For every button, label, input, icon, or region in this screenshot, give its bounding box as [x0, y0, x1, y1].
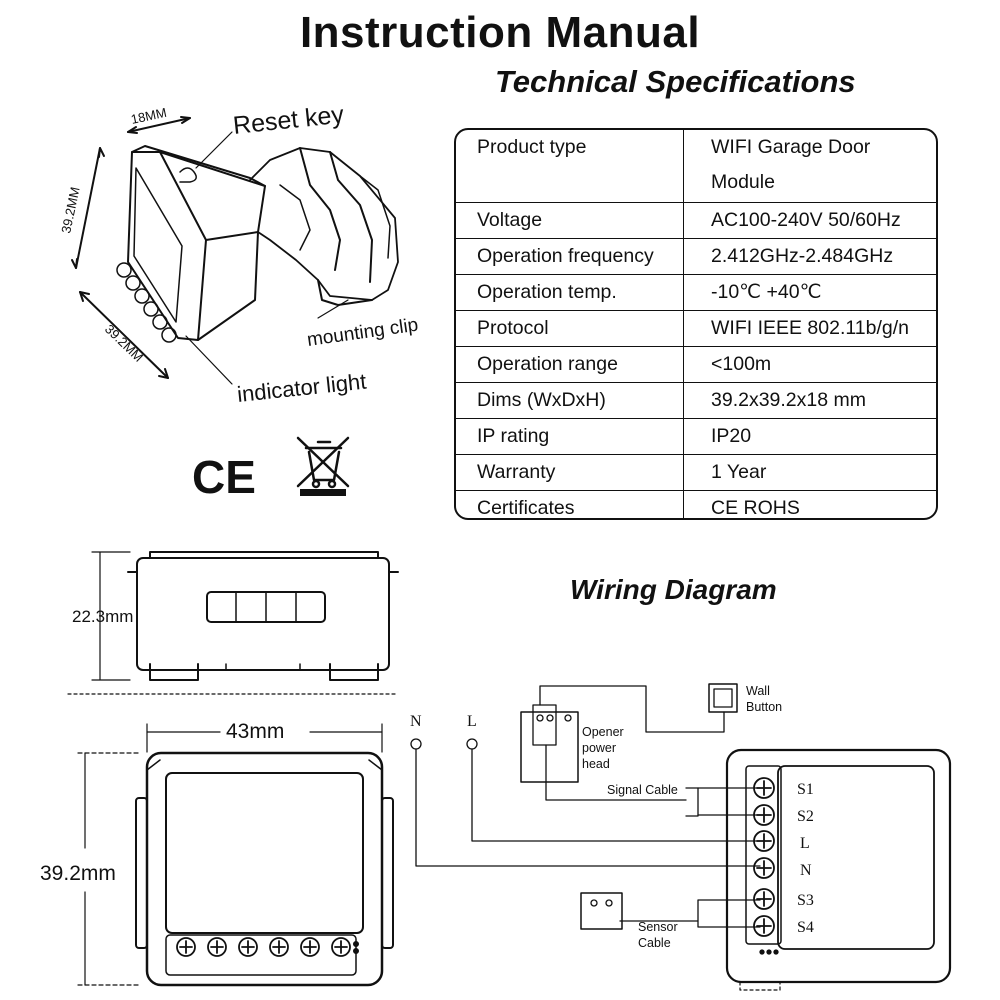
spec-value: <100m	[683, 345, 936, 383]
spec-row: Voltage AC100-240V 50/60Hz	[456, 201, 936, 239]
sensor-cable-label-line: Sensor	[638, 920, 678, 934]
side-view-drawing	[91, 551, 399, 681]
indicator-light-label: indicator light	[236, 369, 368, 407]
signal-cable-label: Signal Cable	[607, 783, 678, 797]
spec-property: Protocol	[456, 309, 684, 347]
ce-mark-icon: CE	[192, 451, 256, 503]
dim-depth-label: 39.2MM	[102, 321, 146, 364]
spec-value: 2.412GHz-2.484GHz	[683, 237, 936, 275]
front-height-label: 39.2mm	[40, 862, 116, 885]
spec-value: AC100-240V 50/60Hz	[683, 201, 936, 239]
mounting-clip-label: mounting clip	[306, 315, 420, 351]
terminal-label-s4: S4	[797, 919, 814, 936]
weee-bin-icon	[296, 436, 350, 496]
front-view-drawing	[67, 693, 396, 987]
spec-row: Protocol WIFI IEEE 802.11b/g/n	[456, 309, 936, 347]
wall-button-label-line: Button	[746, 700, 782, 714]
wiring-diagram	[410, 683, 952, 991]
opener-label-line: head	[582, 757, 610, 771]
page-title: Instruction Manual	[299, 8, 701, 57]
spec-value: WIFI Garage Door Module	[683, 130, 936, 203]
spec-row: Certificates CE ROHS	[456, 489, 936, 518]
terminal-label-s2: S2	[797, 808, 814, 825]
section-title-technical-specifications: Technical Specifications	[495, 64, 856, 99]
spec-row: Warranty 1 Year	[456, 453, 936, 491]
neutral-label: N	[410, 713, 422, 730]
spec-value: WIFI IEEE 802.11b/g/n	[683, 309, 936, 347]
terminal-label-n: N	[800, 862, 812, 879]
dim-width-label: 18MM	[130, 105, 168, 127]
section-title-wiring-diagram: Wiring Diagram	[570, 574, 777, 605]
front-width-label: 43mm	[226, 720, 284, 743]
spec-row: Operation temp. -10℃ +40℃	[456, 273, 936, 311]
spec-property: Warranty	[456, 453, 684, 491]
spec-property: Certificates	[456, 489, 684, 518]
spec-property: Voltage	[456, 201, 684, 239]
terminal-label-s1: S1	[797, 781, 814, 798]
sensor-cable-label-line: Cable	[638, 936, 671, 950]
opener-label-line: Opener	[582, 725, 624, 739]
module-isometric-drawing	[71, 116, 399, 385]
spec-value: -10℃ +40℃	[683, 273, 936, 311]
spec-property: Product type	[456, 130, 684, 203]
spec-row: Product type WIFI Garage Door Module	[456, 130, 936, 203]
live-label: L	[467, 713, 477, 730]
spec-table: Product type WIFI Garage Door Module Vol…	[454, 128, 938, 520]
terminal-label-l: L	[800, 835, 810, 852]
spec-value: CE ROHS	[683, 489, 936, 518]
spec-row: Operation frequency 2.412GHz-2.484GHz	[456, 237, 936, 275]
side-height-label: 22.3mm	[72, 607, 133, 626]
reset-key-label: Reset key	[232, 100, 346, 140]
wall-button-label-line: Wall	[746, 684, 770, 698]
terminal-label-s3: S3	[797, 892, 814, 909]
spec-value: 1 Year	[683, 453, 936, 491]
opener-label-line: power	[582, 741, 616, 755]
dim-height-label: 39.2MM	[58, 186, 82, 235]
spec-row: Operation range <100m	[456, 345, 936, 383]
